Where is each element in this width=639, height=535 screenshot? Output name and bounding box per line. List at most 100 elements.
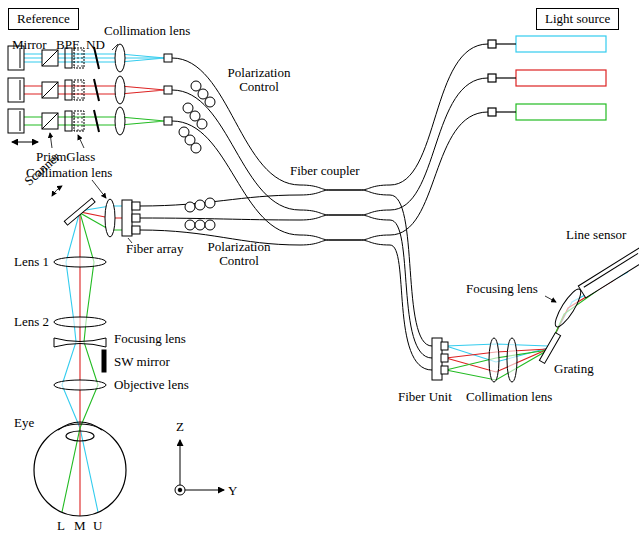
drawing-stroke (198, 89, 208, 99)
drawing-stroke (94, 79, 99, 101)
part-label: SW mirror (114, 355, 170, 369)
panel-box: Light source (536, 8, 619, 30)
drawing-stroke (183, 103, 193, 113)
part-label: ND (86, 38, 105, 52)
drawing-stroke (50, 133, 52, 148)
reference-arm (8, 44, 172, 148)
drawing-stroke (496, 111, 516, 112)
part-label: L (57, 519, 65, 533)
drawing-stroke (8, 109, 24, 133)
drawing-stroke (441, 354, 448, 362)
part-label: Collimation lens (466, 390, 552, 404)
drawing-stroke (132, 214, 140, 222)
part-label: Eye (14, 416, 34, 430)
fiber-connectors (164, 54, 172, 125)
drawing-stroke (191, 143, 201, 153)
bpf-glass (65, 48, 84, 131)
drawing-stroke (390, 220, 432, 358)
part-label: Focusing lens (114, 332, 186, 346)
part-label: Collimation lens (104, 24, 190, 38)
drawing-stroke (62, 206, 122, 516)
drawing-stroke (300, 190, 390, 195)
drawing-stroke (58, 422, 102, 430)
scanner (52, 186, 95, 225)
drawing-stroke (42, 113, 58, 129)
drawing-stroke (112, 44, 118, 50)
drawing-stroke (172, 90, 300, 210)
drawing-stroke (507, 338, 517, 382)
nd-filters (94, 47, 99, 132)
part-label: Fiber coupler (290, 164, 360, 178)
leader-lines (50, 44, 118, 148)
fiber-array (122, 200, 132, 236)
part-label: Collimation lens (26, 166, 112, 180)
drawing-stroke (441, 342, 448, 350)
drawing-stroke (42, 50, 58, 66)
part-label: U (93, 519, 102, 533)
drawing-stroke (20, 80, 21, 100)
drawing-stroke (65, 111, 72, 131)
objective-lens (54, 380, 106, 390)
part-label: Lens 2 (14, 315, 49, 329)
drawing-stroke (539, 333, 560, 364)
stage-arrow (12, 142, 38, 143)
polarization-coils (179, 81, 215, 230)
drawing-stroke (545, 296, 556, 302)
drawing-stroke (164, 117, 172, 125)
drawing-stroke (20, 111, 21, 131)
drawing-stroke (164, 54, 172, 62)
drawing-stroke (488, 40, 496, 48)
part-label: Grating (554, 362, 594, 376)
drawing-stroke (551, 286, 584, 330)
drawing-stroke (42, 82, 58, 98)
drawing-stroke (132, 202, 140, 234)
drawing-stroke (180, 490, 224, 491)
drawing-stroke (195, 200, 205, 210)
collimation-lenses (115, 44, 125, 135)
drawing-stroke (42, 113, 58, 129)
drawing-stroke (205, 220, 215, 230)
drawing-stroke (78, 135, 84, 148)
drawing-stroke (300, 185, 390, 190)
spectrometer (432, 248, 639, 382)
drawing-stroke (185, 220, 195, 230)
drawing-stroke (65, 80, 72, 100)
drawing-stroke (140, 218, 300, 220)
drawing-stroke (205, 198, 215, 208)
drawing-stroke (74, 80, 84, 100)
drawing-stroke (74, 111, 84, 131)
drawing-stroke (584, 253, 638, 287)
drawing-stroke (8, 78, 24, 102)
drawing-stroke (488, 108, 496, 116)
drawing-stroke (132, 202, 140, 210)
box-title: Light source (545, 11, 610, 27)
drawing-stroke (488, 40, 516, 116)
drawing-stroke (191, 81, 201, 91)
drawing-stroke (300, 240, 390, 245)
drawing-stroke (489, 338, 499, 382)
leader-lines (92, 180, 132, 243)
drawing-stroke (441, 366, 448, 374)
drawing-stroke (12, 142, 38, 143)
drawing-stroke (115, 44, 125, 72)
drawing-stroke (496, 77, 516, 78)
axes (175, 440, 224, 495)
drawing-stroke (175, 485, 185, 495)
drawing-stroke (578, 248, 639, 298)
drawing-stroke (66, 431, 94, 441)
drawing-stroke (64, 198, 95, 225)
part-label: Y (228, 484, 237, 498)
drawing-stroke (195, 220, 205, 230)
fiber-couplers (300, 185, 390, 245)
part-label: Focusing lens (466, 282, 538, 296)
drawing-stroke (390, 44, 488, 185)
drawing-stroke (42, 50, 58, 66)
drawing-stroke (441, 342, 448, 374)
part-label: Polarization Control (214, 66, 304, 94)
drawing-stroke (115, 76, 125, 104)
drawing-stroke (190, 111, 200, 121)
prisms (42, 50, 58, 129)
light-sources (488, 36, 606, 120)
